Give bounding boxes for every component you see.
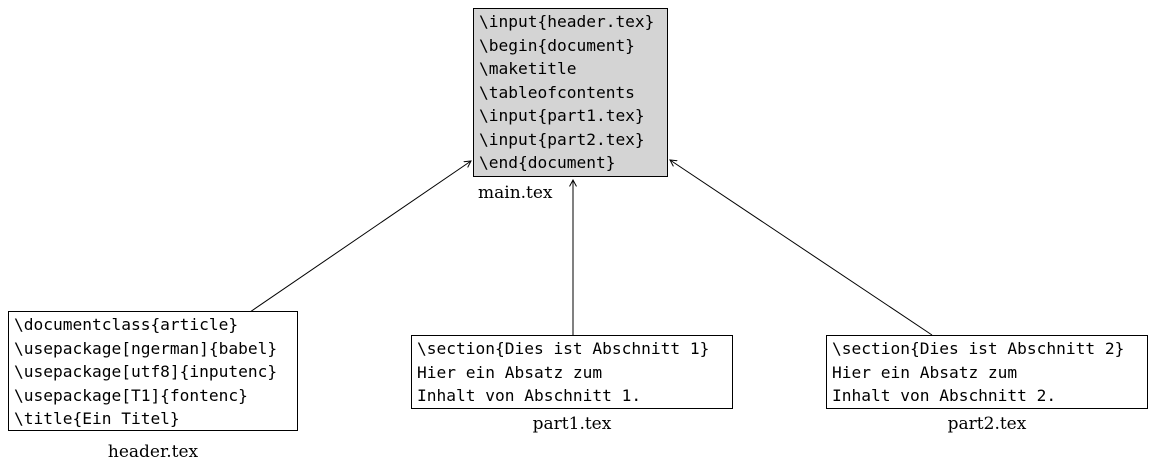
file-node-main-tex: \input{header.tex} \begin{document} \mak… xyxy=(473,8,668,177)
file-node-part1-tex: \section{Dies ist Abschnitt 1} Hier ein … xyxy=(411,335,733,409)
code-line: Hier ein Absatz zum xyxy=(832,362,1018,382)
code-line: Inhalt von Abschnitt 1. xyxy=(417,386,642,405)
code-line: \section{Dies ist Abschnitt 2} xyxy=(832,339,1125,358)
code-line: \usepackage[utf8]{inputenc} xyxy=(14,362,278,381)
code-line: \input{header.tex} xyxy=(479,12,655,31)
file-label-header-tex: header.tex xyxy=(107,442,199,462)
code-line: \maketitle xyxy=(479,59,577,78)
arrow-part2-to-main xyxy=(670,160,933,336)
code-line: \section{Dies ist Abschnitt 1} xyxy=(417,339,710,358)
code-line: \documentclass{article} xyxy=(14,315,239,334)
code-line: Hier ein Absatz zum xyxy=(417,362,603,382)
code-line: \end{document} xyxy=(479,153,616,172)
file-label-part2-tex: part2.tex xyxy=(947,414,1027,434)
file-label-part1-tex: part1.tex xyxy=(532,414,612,434)
file-label-main-tex: main.tex xyxy=(478,183,553,203)
code-line: \begin{document} xyxy=(479,35,635,55)
code-line: \usepackage[ngerman]{babel} xyxy=(14,338,278,358)
file-node-header-tex: \documentclass{article} \usepackage[nger… xyxy=(8,311,298,431)
code-line: \usepackage[T1]{fontenc} xyxy=(14,385,248,405)
code-line: \input{part2.tex} xyxy=(479,129,645,149)
file-node-part2-tex: \section{Dies ist Abschnitt 2} Hier ein … xyxy=(826,335,1148,409)
code-line: \title{Ein Titel} xyxy=(14,409,180,428)
code-line: \tableofcontents xyxy=(479,82,635,102)
arrow-header-to-main xyxy=(249,161,471,313)
code-line: Inhalt von Abschnitt 2. xyxy=(832,386,1057,405)
code-line: \input{part1.tex} xyxy=(479,106,645,125)
